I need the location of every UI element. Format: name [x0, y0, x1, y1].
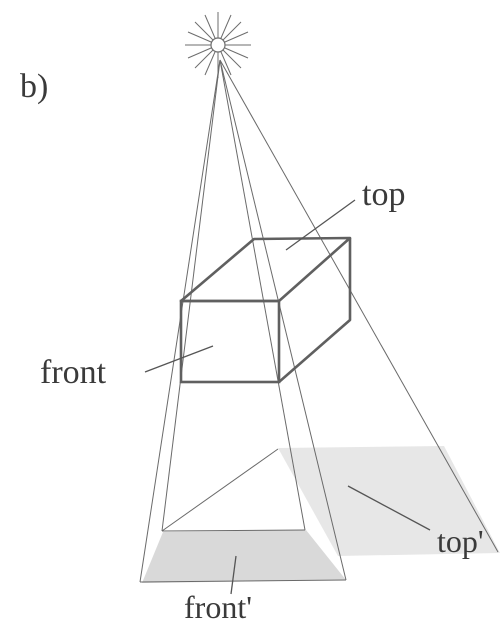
- box-front-face: [179, 299, 281, 384]
- top-leader-line: [285, 199, 356, 251]
- ray-front-right-outer: [219, 59, 347, 581]
- front-leader-line: [144, 345, 214, 373]
- top-shadow-leader-line: [347, 485, 431, 531]
- front-shadow-leader-line: [230, 555, 237, 595]
- front-shadow-region: [142, 530, 346, 583]
- panel-label: b): [20, 68, 48, 105]
- light-source-icon: [185, 12, 251, 78]
- front-shadow-label: front': [184, 589, 252, 625]
- front-label: front: [40, 354, 107, 391]
- front-shadow-edges: [139, 448, 347, 583]
- ray-front-left-inner: [161, 59, 221, 532]
- top-shadow-label: top': [437, 523, 484, 559]
- ray-back-right: [219, 59, 499, 553]
- top-label: top: [362, 176, 405, 213]
- ray-front-right: [219, 59, 306, 531]
- box-right-face: [278, 238, 352, 383]
